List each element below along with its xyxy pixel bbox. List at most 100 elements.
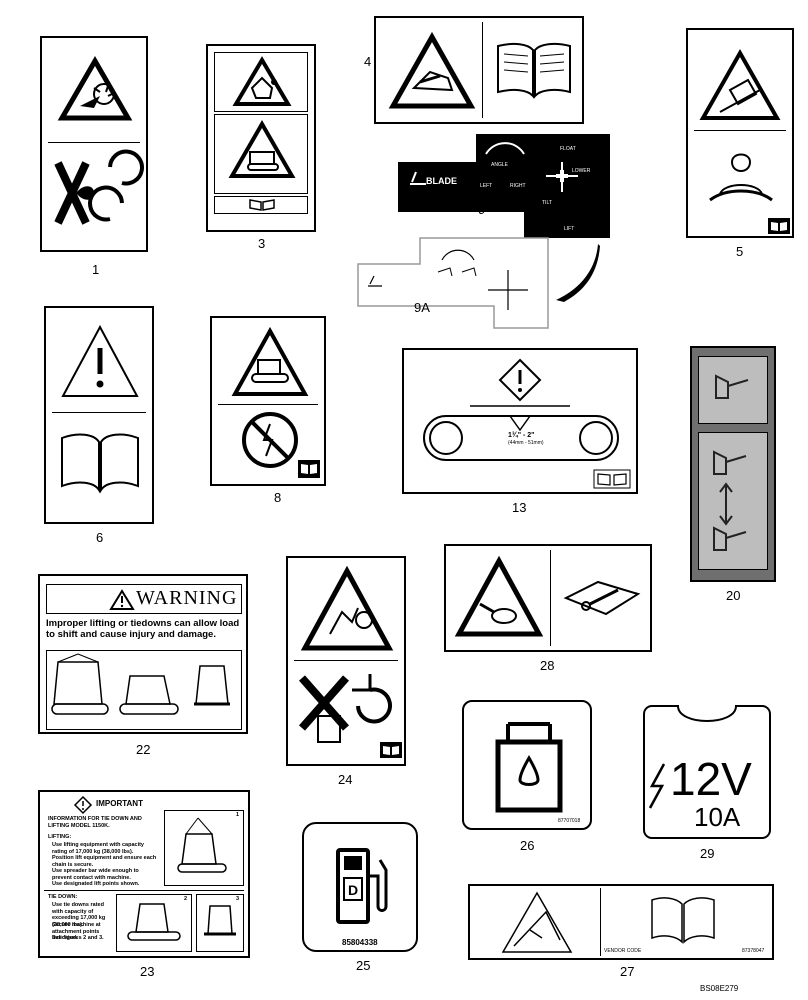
decal-4 — [374, 16, 584, 124]
decal-24-divider — [294, 660, 398, 661]
lifting-line: Use lifting equipment with capacity rati… — [52, 842, 144, 855]
lifting-figure-icon — [177, 817, 227, 873]
diesel-letter: D — [348, 882, 359, 898]
track-sag-dimension-metric: (44mm - 51mm) — [508, 440, 544, 446]
label-26: 26 — [520, 838, 535, 853]
label-4: 4 — [364, 54, 372, 69]
decal-9-lift-label: LIFT — [564, 226, 575, 232]
figure-1-label: 1 — [236, 812, 240, 818]
dozer-crush-warning-icon — [388, 31, 476, 109]
label-3: 3 — [258, 236, 266, 251]
decal-1-divider — [48, 142, 140, 143]
manual-book-icon — [593, 469, 631, 489]
decal-28 — [444, 544, 652, 652]
label-28: 28 — [540, 658, 555, 673]
decal-5 — [686, 28, 794, 238]
label-9: 9 — [478, 202, 486, 217]
arrow-icon — [556, 244, 600, 302]
tiedown-line: See figures 2 and 3. — [52, 935, 104, 941]
pinch-hazard-warning-icon — [501, 891, 573, 953]
label-23: 23 — [140, 964, 155, 979]
important-title: IMPORTANT — [96, 799, 143, 808]
warning-title: WARNING — [136, 587, 238, 609]
battery-explosion-warning-icon — [300, 565, 394, 651]
rotating-parts-warning-icon — [57, 56, 133, 121]
lifting-line: Use designated lift points shown. — [52, 881, 140, 887]
track-tension-icon — [423, 405, 619, 461]
figure-2-label: 2 — [184, 896, 188, 902]
label-24: 24 — [338, 772, 353, 787]
decal-27: VENDOR CODE 87378047 — [468, 884, 774, 960]
service-manual-wrench-icon — [563, 580, 641, 616]
manual-book-icon — [768, 218, 790, 234]
pressure-hazard-warning-icon — [454, 555, 544, 637]
decal-3 — [206, 44, 316, 232]
important-diamond-icon — [73, 795, 93, 815]
decal-9-lower-label: LOWER — [572, 168, 591, 174]
decal-29 — [643, 705, 771, 839]
lifting-machine-figures-icon — [51, 653, 230, 715]
manual-book-icon — [61, 433, 139, 494]
label-9a: 9A — [414, 300, 430, 315]
label-25: 25 — [356, 958, 371, 973]
decal-23-figure-2 — [116, 894, 192, 952]
label-29: 29 — [700, 846, 715, 861]
figure-3-label: 3 — [236, 896, 240, 902]
caution-diamond-icon — [498, 358, 542, 402]
amperage-label: 10A — [694, 802, 741, 832]
decal-6-divider — [52, 412, 146, 413]
decal-3-section — [214, 52, 308, 112]
general-warning-icon — [61, 324, 139, 397]
decal-9-tilt-label: TILT — [542, 200, 552, 206]
decal-20 — [690, 346, 776, 582]
decal-1 — [40, 36, 148, 252]
blade-lower-lift-icon — [713, 450, 747, 551]
decal-9 — [398, 134, 610, 238]
manual-book-icon — [380, 742, 402, 758]
blade-float-icon — [715, 374, 749, 399]
voltage-label: 12V — [670, 753, 752, 805]
seatbelt-operator-icon — [709, 153, 773, 202]
decal-23-divider — [44, 890, 244, 891]
label-6: 6 — [96, 530, 104, 545]
rotating-fan-hand-icon — [54, 149, 144, 225]
no-jump-start-icon — [298, 674, 392, 743]
decal-9-right-label: RIGHT — [510, 183, 526, 189]
decal-28-divider — [550, 550, 551, 646]
lifting-heading: LIFTING: — [48, 834, 72, 840]
decal-23: IMPORTANT INFORMATION FOR TIE DOWN AND L… — [38, 790, 250, 958]
decal-8-divider — [218, 404, 318, 405]
decal-8 — [210, 316, 326, 486]
drawing-reference: BS08E279 — [700, 984, 739, 993]
crush-hazard-warning-icon — [232, 56, 292, 106]
decal-20-panel — [698, 356, 768, 424]
decal-22: WARNING Improper lifting or tiedowns can… — [38, 574, 248, 734]
tiedown-line: Use tie downs rated with capacity of exc… — [52, 902, 106, 928]
dozer-warning-icon — [231, 326, 309, 396]
decal-26-code: 87707018 — [558, 818, 581, 824]
rollover-warning-icon — [699, 48, 781, 120]
decal-23-figure-3 — [196, 894, 244, 952]
decal-25: D 85804338 — [302, 822, 418, 952]
dozer-warning-icon — [228, 119, 296, 178]
decal-9-left-label: LEFT — [480, 183, 493, 189]
decal-25-code: 85804338 — [342, 938, 378, 947]
tiedown-line: Secure machine at attachment points indi… — [52, 922, 101, 941]
lifting-line: Use spreader bar wide enough to prevent … — [52, 868, 139, 881]
manual-book-icon — [298, 460, 320, 478]
decal-23-figure-1 — [164, 810, 244, 886]
label-1: 1 — [92, 262, 100, 277]
decal-3-section — [214, 114, 308, 194]
manual-book-icon — [497, 42, 571, 99]
tiedown-front-figure-icon — [204, 905, 236, 936]
decal-22-title-box — [46, 584, 242, 614]
decal-4-divider — [482, 22, 483, 118]
label-22: 22 — [136, 742, 151, 757]
decal-13: 1¾" - 2" (44mm - 51mm) — [402, 348, 638, 494]
label-5: 5 — [736, 244, 744, 259]
decal-9a — [357, 237, 549, 329]
decal-27-code: 87378047 — [742, 948, 765, 954]
decal-26: 87707018 — [462, 700, 592, 830]
important-intro: INFORMATION FOR TIE DOWN AND LIFTING MOD… — [48, 816, 142, 829]
diesel-fuel-pump-icon — [336, 848, 388, 924]
